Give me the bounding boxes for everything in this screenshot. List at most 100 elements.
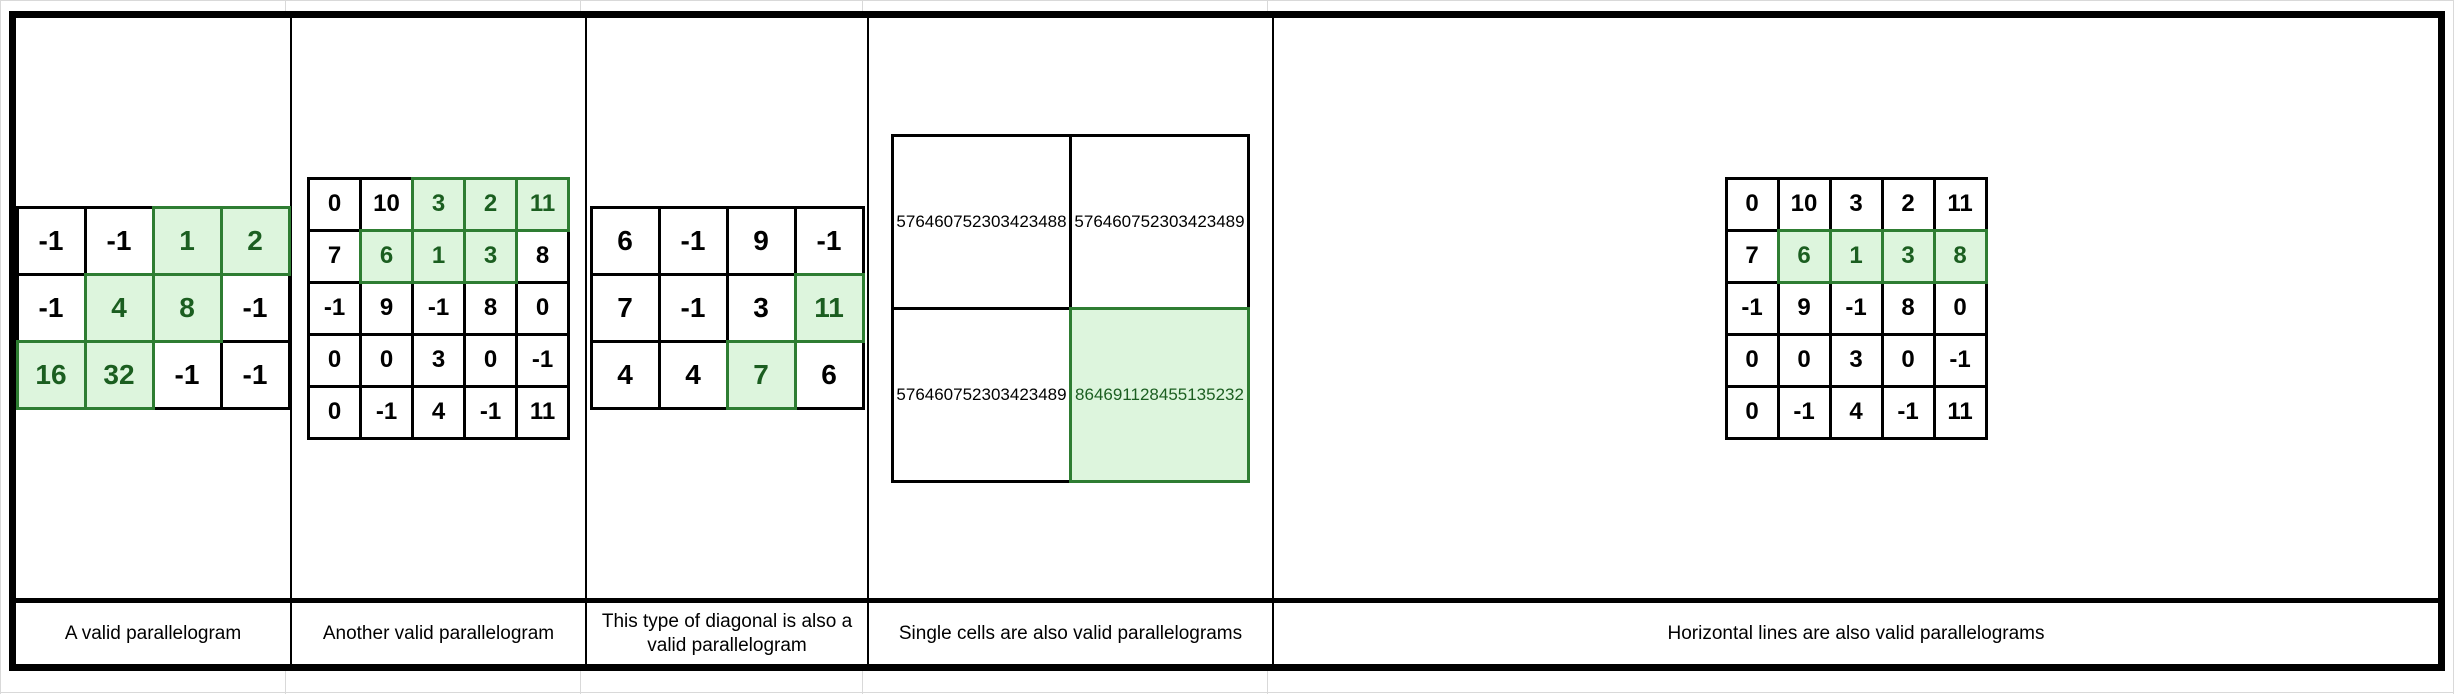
- grid-cell[interactable]: -1: [657, 273, 729, 343]
- grid-cell[interactable]: -1: [411, 280, 466, 336]
- grid-cell[interactable]: 0: [1724, 384, 1780, 440]
- grid-cell[interactable]: -1: [219, 340, 291, 410]
- grid-cell[interactable]: -1: [463, 384, 518, 440]
- grid-cell[interactable]: 16: [15, 340, 87, 410]
- grid-cell-value: 3: [1849, 190, 1863, 217]
- grid-cell[interactable]: 3: [1828, 176, 1884, 232]
- grid-cell[interactable]: -1: [1776, 384, 1832, 440]
- grid-cell[interactable]: 6: [359, 228, 414, 284]
- grid-cell[interactable]: -1: [307, 280, 362, 336]
- grid-cell[interactable]: 0: [359, 332, 414, 388]
- grid-cell-value: 6: [379, 242, 394, 269]
- grid-cell[interactable]: -1: [1724, 280, 1780, 336]
- grid-cell[interactable]: 9: [725, 206, 797, 276]
- grid-cell[interactable]: -1: [151, 340, 223, 410]
- grid-cell[interactable]: 0: [307, 384, 362, 440]
- grid-cell[interactable]: 0: [463, 332, 518, 388]
- grid-cell-value: 6: [821, 359, 837, 390]
- grid-cell[interactable]: 11: [1932, 176, 1988, 232]
- grid-cell-value: -1: [1845, 294, 1867, 321]
- grid-cell-value: 11: [529, 190, 556, 217]
- grid-cell[interactable]: -1: [83, 206, 155, 276]
- grid-cell[interactable]: 32: [83, 340, 155, 410]
- grid-cell-value: 8: [179, 292, 195, 323]
- sheet-gridline: [0, 0, 2454, 1]
- grid-cell[interactable]: 3: [411, 332, 466, 388]
- grid-cell[interactable]: -1: [793, 206, 865, 276]
- grid-cell[interactable]: 11: [515, 384, 570, 440]
- grid-cell[interactable]: 2: [1880, 176, 1936, 232]
- grid-cell[interactable]: 7: [589, 273, 661, 343]
- grid-cell[interactable]: 11: [793, 273, 865, 343]
- grid-cell[interactable]: 8: [1932, 228, 1988, 284]
- grid-cell[interactable]: -1: [1828, 280, 1884, 336]
- grid-cell[interactable]: -1: [359, 384, 414, 440]
- grid-cell[interactable]: 1: [151, 206, 223, 276]
- grid-cell[interactable]: 4: [83, 273, 155, 343]
- grid-cell-value: -1: [1949, 346, 1971, 373]
- grid-cell[interactable]: 0: [1880, 332, 1936, 388]
- grid-cell[interactable]: 10: [1776, 176, 1832, 232]
- grid-cell[interactable]: 8: [151, 273, 223, 343]
- grid-cell[interactable]: 8: [463, 280, 518, 336]
- grid-cell-value: 1: [431, 242, 446, 269]
- grid-cell[interactable]: 0: [307, 332, 362, 388]
- grid-cell[interactable]: -1: [1880, 384, 1936, 440]
- grid-cell[interactable]: 4: [589, 340, 661, 410]
- grid-cell[interactable]: 0: [515, 280, 570, 336]
- grid-cell[interactable]: -1: [657, 206, 729, 276]
- grid-cell[interactable]: -1: [219, 273, 291, 343]
- panel-3-caption: This type of diagonal is also a valid pa…: [587, 598, 867, 664]
- grid-cell[interactable]: -1: [15, 206, 87, 276]
- grid-cell-value: 16: [35, 359, 67, 390]
- grid-cell-value: 4: [431, 398, 446, 425]
- grid-cell[interactable]: 3: [1828, 332, 1884, 388]
- grid-cell[interactable]: 576460752303423489: [891, 306, 1072, 483]
- grid-cell[interactable]: 1: [1828, 228, 1884, 284]
- grid-cell[interactable]: 1: [411, 228, 466, 284]
- grid-cell-value: 6: [617, 225, 633, 256]
- grid-cell[interactable]: 0: [1932, 280, 1988, 336]
- grid-cell[interactable]: 3: [725, 273, 797, 343]
- grid-cell-value: 32: [103, 359, 135, 390]
- grid-cell[interactable]: -1: [15, 273, 87, 343]
- grid-cell[interactable]: 864691128455135232: [1069, 306, 1250, 483]
- grid-cell[interactable]: 3: [411, 176, 466, 232]
- grid-cell[interactable]: 6: [589, 206, 661, 276]
- grid-cell[interactable]: 7: [725, 340, 797, 410]
- grid-cell[interactable]: 2: [219, 206, 291, 276]
- grid-cell[interactable]: 8: [1880, 280, 1936, 336]
- grid-cell[interactable]: 9: [1776, 280, 1832, 336]
- grid-cell-value: -1: [323, 294, 346, 321]
- grid-cell[interactable]: -1: [515, 332, 570, 388]
- grid-cell[interactable]: 0: [307, 176, 362, 232]
- grid-cell[interactable]: 7: [1724, 228, 1780, 284]
- grid-cell[interactable]: 4: [411, 384, 466, 440]
- grid-cell[interactable]: 11: [1932, 384, 1988, 440]
- grid-cell-value: 0: [1745, 398, 1759, 425]
- grid-cell[interactable]: 3: [1880, 228, 1936, 284]
- grid-cell[interactable]: 11: [515, 176, 570, 232]
- grid-cell[interactable]: 4: [657, 340, 729, 410]
- grid-cell-value: 11: [1947, 398, 1973, 425]
- grid-cell[interactable]: 6: [1776, 228, 1832, 284]
- grid-cell[interactable]: 576460752303423489: [1069, 133, 1250, 310]
- grid-cell[interactable]: 9: [359, 280, 414, 336]
- grid-cell[interactable]: 10: [359, 176, 414, 232]
- grid-cell[interactable]: 8: [515, 228, 570, 284]
- grid-cell[interactable]: 6: [793, 340, 865, 410]
- grid-cell[interactable]: -1: [1932, 332, 1988, 388]
- grid-cell[interactable]: 0: [1724, 176, 1780, 232]
- grid-cell[interactable]: 3: [463, 228, 518, 284]
- grid-cell[interactable]: 4: [1828, 384, 1884, 440]
- grid-cell[interactable]: 7: [307, 228, 362, 284]
- grid-cell[interactable]: 2: [463, 176, 518, 232]
- grid-cell[interactable]: 576460752303423488: [891, 133, 1072, 310]
- grid-cell[interactable]: 0: [1724, 332, 1780, 388]
- grid-cell[interactable]: 0: [1776, 332, 1832, 388]
